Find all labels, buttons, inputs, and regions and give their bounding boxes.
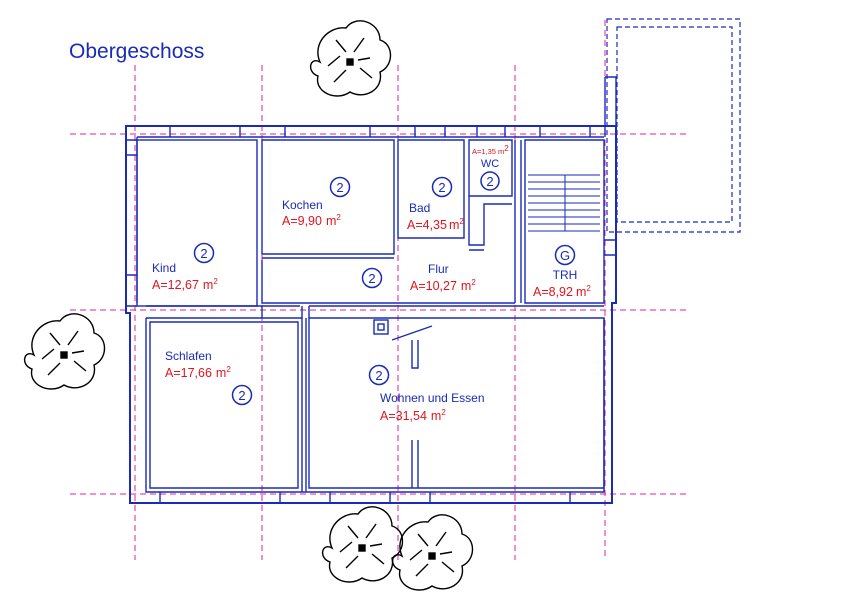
level-badge-text: 2 <box>200 246 207 261</box>
room-name: Schlafen <box>165 349 212 363</box>
level-badge-text: 2 <box>486 174 493 189</box>
room-name: Flur <box>428 262 449 276</box>
level-badge <box>361 267 383 289</box>
level-badge <box>193 242 215 264</box>
level-badge <box>480 171 500 191</box>
room-name: WC <box>481 158 499 170</box>
balcony-outline <box>606 18 741 233</box>
level-badge-text: 2 <box>238 388 245 403</box>
level-badge <box>231 384 253 406</box>
level-badge-text: 2 <box>438 180 445 195</box>
level-badge-text: G <box>560 248 570 263</box>
room-name: Kind <box>152 261 176 275</box>
level-badge <box>368 364 390 386</box>
room-name: Kochen <box>282 198 323 212</box>
level-badge-text: 2 <box>375 368 382 383</box>
level-badge <box>431 176 453 198</box>
walls <box>125 76 617 504</box>
level-badge-text: 2 <box>336 180 343 195</box>
level-badge-text: 2 <box>368 271 375 286</box>
room-name: Bad <box>409 201 430 215</box>
room-name: TRH <box>553 268 578 282</box>
room-name: Wohnen und Essen <box>380 391 485 405</box>
tree-symbol <box>392 514 474 591</box>
tree-symbol <box>24 313 106 390</box>
level-badge <box>329 176 351 198</box>
stairs <box>528 174 600 232</box>
level-badge <box>554 244 576 266</box>
tree-symbol <box>310 20 392 97</box>
tree-symbol <box>322 506 404 583</box>
plan-title: Obergeschoss <box>69 40 205 63</box>
